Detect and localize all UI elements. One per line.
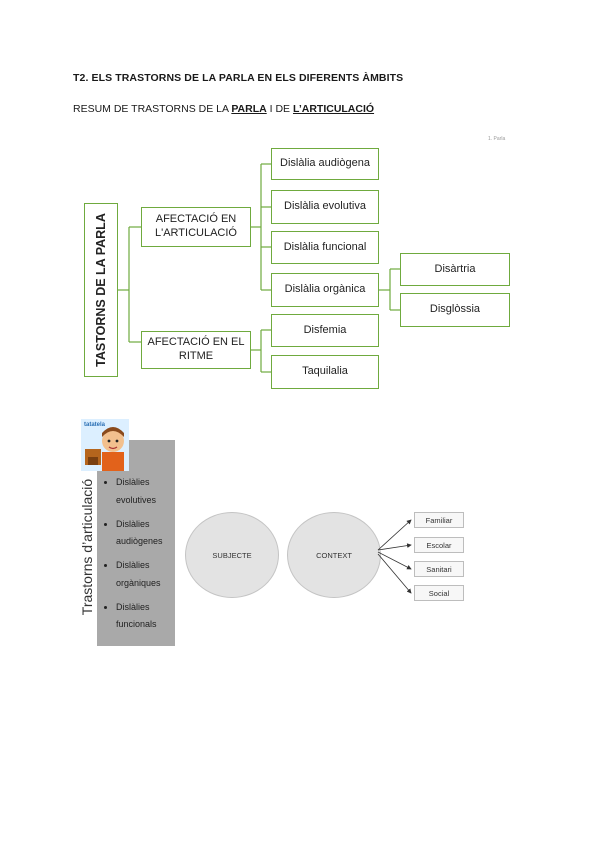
subtitle-mid: I DE: [266, 103, 293, 115]
subtitle-prefix: RESUM DE TRASTORNS DE LA: [73, 103, 232, 115]
node-dislalia-funcional: Dislàlia funcional: [271, 231, 379, 264]
list-item: Dislàlies funcionals: [116, 599, 178, 634]
node-dislalia-audiogena: Dislàlia audiògena: [271, 148, 379, 180]
context-escolar: Escolar: [414, 537, 464, 553]
branch-articulacio: AFECTACIÓ EN L'ARTICULACIÓ: [141, 207, 251, 247]
context-social: Social: [414, 585, 464, 601]
list-item: Dislàlies evolutives: [116, 474, 178, 509]
node-dislalia-evolutiva: Dislàlia evolutiva: [271, 190, 379, 224]
subtitle-parla: PARLA: [231, 103, 267, 115]
articulation-list-panel: [97, 440, 175, 646]
figure-caption-mark: 1. Parla: [488, 136, 506, 142]
circle-subjecte: SUBJECTE: [185, 512, 279, 598]
page-title: T2. ELS TRASTORNS DE LA PARLA EN ELS DIF…: [73, 72, 404, 84]
node-disglossia: Disglòssia: [400, 293, 510, 327]
node-disartria: Disàrtria: [400, 253, 510, 286]
circle-context: CONTEXT: [287, 512, 381, 598]
logo-text: tatatela: [84, 422, 106, 428]
child-illustration-icon: [81, 419, 129, 471]
context-familiar: Familiar: [414, 512, 464, 528]
page-subtitle: RESUM DE TRASTORNS DE LA PARLA I DE L’AR…: [73, 103, 374, 115]
node-disfemia: Disfemia: [271, 314, 379, 347]
list-item: Dislàlies orgàniques: [116, 557, 178, 592]
branch-ritme: AFECTACIÓ EN EL RITME: [141, 331, 251, 369]
tatatela-logo: tatatela: [81, 419, 129, 471]
dislalies-list: Dislàlies evolutives Dislàlies audiògene…: [104, 474, 178, 640]
node-taquilalia: Taquilalia: [271, 355, 379, 389]
subtitle-articulacio: L’ARTICULACIÓ: [292, 103, 375, 115]
node-dislalia-organica: Dislàlia orgànica: [271, 273, 379, 307]
context-sanitari: Sanitari: [414, 561, 464, 577]
root-node-trastorns: TASTORNS DE LA PARLA: [84, 203, 118, 377]
list-item: Dislàlies audiògenes: [116, 516, 178, 551]
